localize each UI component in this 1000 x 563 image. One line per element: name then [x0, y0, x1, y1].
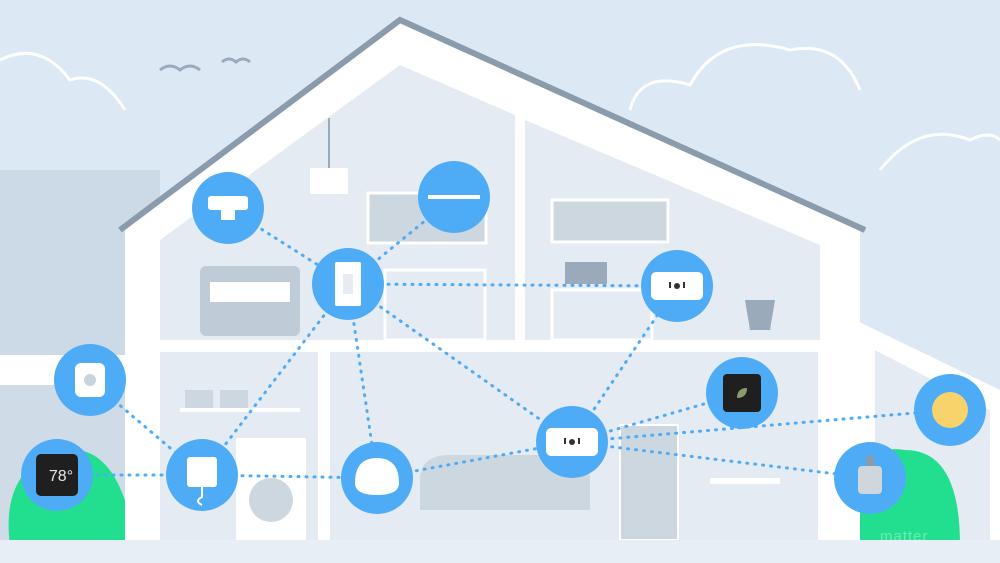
speaker-icon [355, 458, 399, 495]
motion-sensor-icon [75, 363, 105, 397]
ceiling-sensor[interactable] [192, 172, 264, 244]
furniture [180, 118, 780, 541]
thermostat-icon: 78° [36, 454, 78, 496]
window-blind[interactable] [418, 161, 490, 233]
connection-line [570, 391, 744, 444]
bridge-icon [187, 457, 217, 506]
thermostat-temperature: 78° [49, 468, 73, 485]
connection-line [200, 282, 350, 477]
connection-line [570, 408, 952, 444]
hub-display[interactable] [706, 357, 778, 429]
connection-line [570, 440, 872, 480]
smart-speaker[interactable] [341, 442, 413, 514]
thermostat[interactable]: 78° [21, 439, 93, 511]
light-switch[interactable] [312, 248, 384, 320]
matter-watermark: matter [880, 528, 929, 545]
smart-lamp[interactable] [914, 374, 986, 446]
lamp-icon [932, 392, 968, 428]
ground [0, 540, 1000, 563]
switch-icon [335, 262, 361, 306]
smart-plug-office[interactable] [641, 250, 713, 322]
plug-icon [546, 428, 598, 456]
plug-icon [651, 272, 703, 300]
hub-icon [723, 374, 761, 412]
roof-line [118, 16, 867, 233]
water-valve[interactable] [834, 442, 906, 514]
birds [159, 57, 251, 72]
connection-line [346, 282, 679, 288]
connection-line [346, 282, 574, 444]
office [525, 120, 820, 340]
motion-sensor[interactable] [54, 344, 126, 416]
sensor-icon [208, 196, 248, 220]
smart-plug-living[interactable] [536, 406, 608, 478]
valve-icon [858, 456, 882, 494]
bridge[interactable] [166, 439, 238, 511]
clouds [0, 43, 1000, 171]
